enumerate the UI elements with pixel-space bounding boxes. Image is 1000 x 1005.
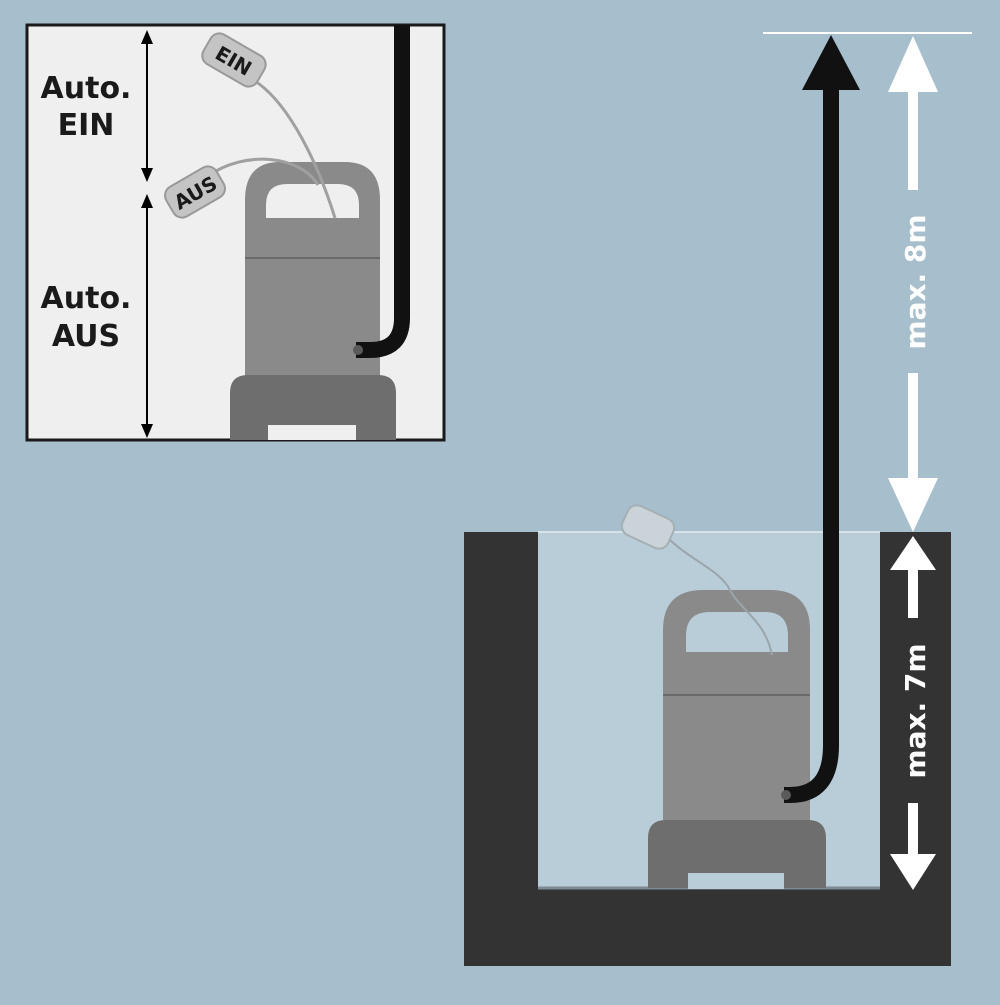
auto-switch-inset: EIN AUS Auto. EIN Auto. AUS (25, 23, 446, 442)
dimension-arrow (141, 194, 153, 438)
discharge-hose (356, 25, 410, 358)
dimension-arrow (141, 30, 153, 182)
float-cable-on (249, 76, 337, 219)
zone-off-label-line1: Auto. (41, 281, 132, 316)
discharge-hose (781, 35, 860, 803)
float-switch-icon: EIN (201, 32, 267, 88)
hose-arrowhead (802, 35, 860, 90)
float-cable (667, 537, 773, 656)
submersible-pump-icon (648, 590, 826, 889)
zone-on-label-line2: EIN (58, 108, 115, 143)
float-cable-off (207, 157, 320, 186)
dimension-arrow (888, 36, 938, 532)
zone-off-label-line2: AUS (52, 319, 120, 354)
max-delivery-height-label: max. 8m (899, 214, 932, 349)
zone-on-label-line1: Auto. (41, 71, 132, 106)
submersible-pump-icon (230, 162, 396, 440)
max-immersion-depth-label: max. 7m (899, 643, 932, 778)
float-switch-icon (620, 504, 676, 550)
dimension-arrow (890, 536, 936, 890)
